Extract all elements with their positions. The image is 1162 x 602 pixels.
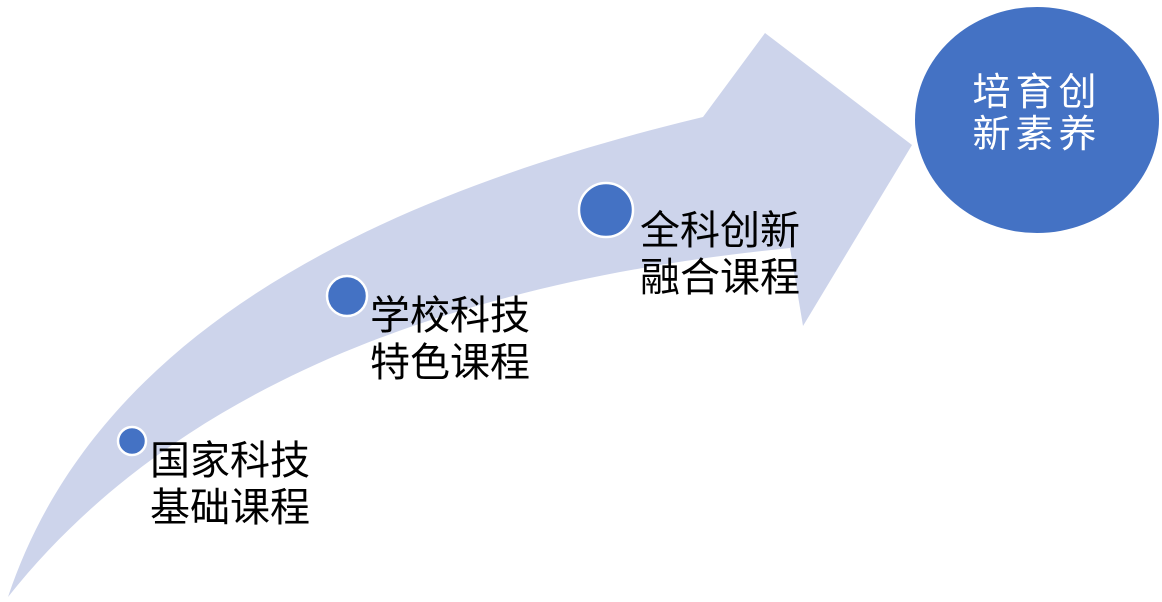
milestone-dot-3 [577,181,635,239]
step-label-fusion-curriculum: 全科创新 融合课程 [640,208,800,300]
step-label-school-special-curriculum: 学校科技 特色课程 [370,293,530,385]
step-label-national-basic-curriculum: 国家科技 基础课程 [150,438,310,530]
goal-circle [915,7,1159,233]
goal-label-innovation-literacy: 培育创 新素养 [972,72,1102,156]
milestone-dot-1 [116,425,148,457]
growth-arrow-shape [8,33,912,597]
milestone-dot-2 [325,274,369,318]
